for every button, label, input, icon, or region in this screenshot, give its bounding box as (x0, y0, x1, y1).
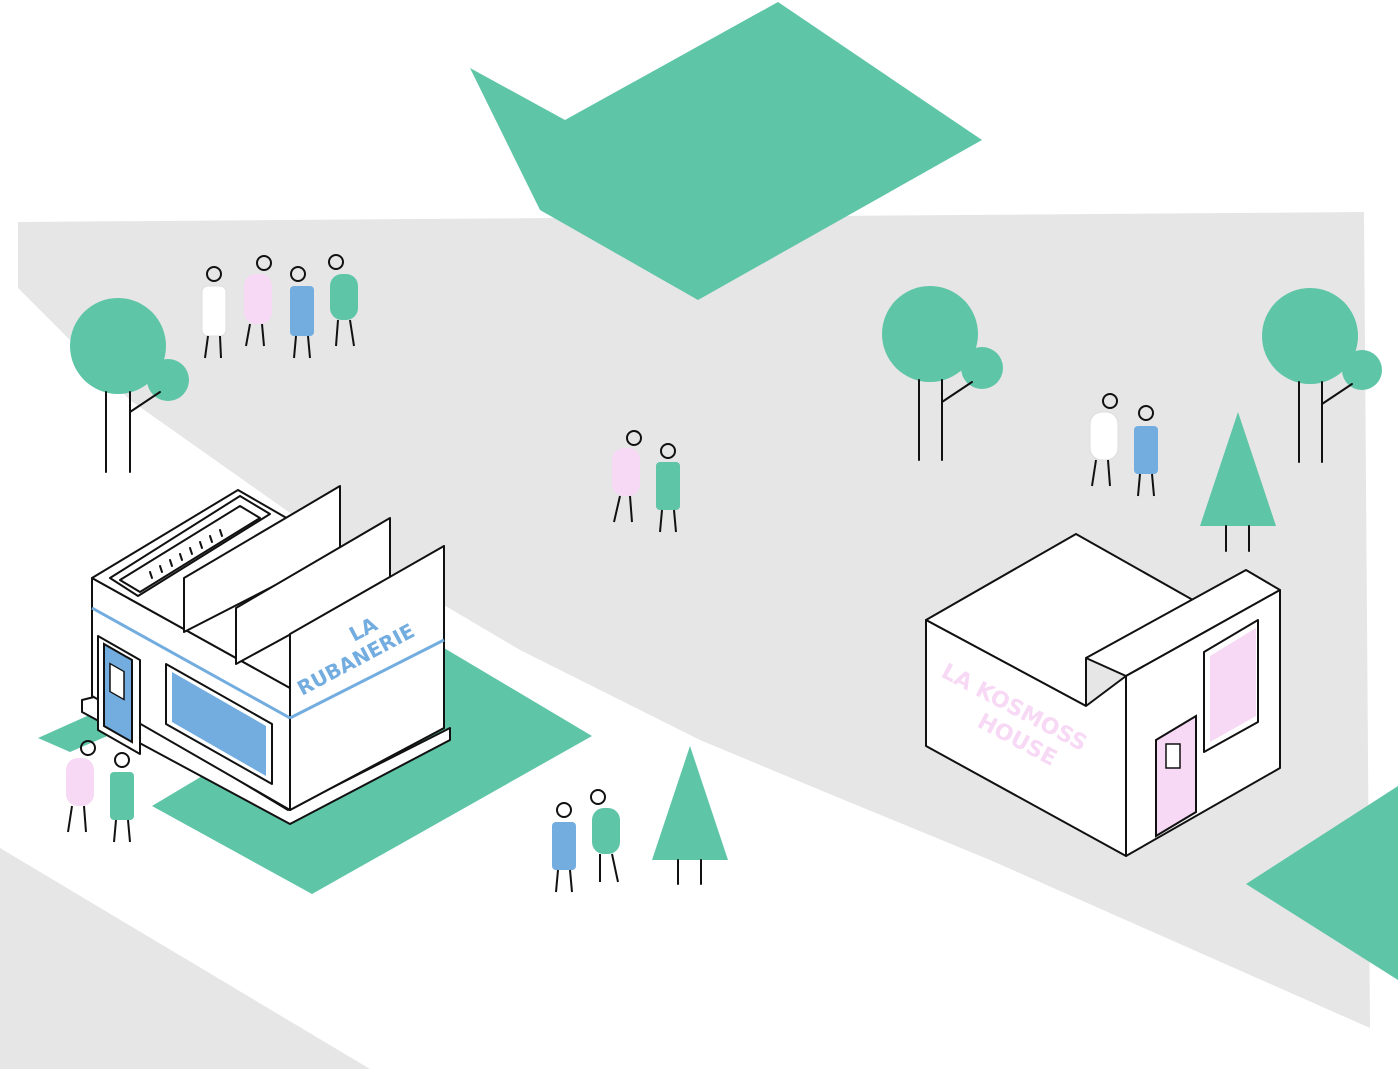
person (66, 740, 96, 833)
person (656, 443, 680, 533)
tree-crown (1262, 288, 1358, 384)
tree-crown-small (961, 347, 1003, 389)
building-la-kosmoss-house: LA KOSMOSS HOUSE (925, 533, 1281, 857)
tree-far-right (1262, 288, 1382, 463)
people-group-top-left (201, 254, 358, 359)
person (1089, 393, 1119, 487)
tree-crown (70, 298, 166, 394)
person (290, 266, 314, 359)
person (590, 789, 620, 883)
person (328, 254, 358, 347)
people-group-center (612, 430, 680, 533)
building-la-rubanerie: LA RUBANERIE (81, 485, 451, 825)
green-lawn-right-corner (1246, 786, 1398, 980)
tree-crown-small (147, 359, 189, 401)
tree-crown (882, 286, 978, 382)
blue-band-right (289, 638, 445, 720)
kosmoss-window (1210, 628, 1256, 742)
person (110, 752, 134, 843)
people-group-bottom-center (552, 789, 620, 893)
person (612, 430, 642, 523)
person (201, 266, 227, 359)
rubanerie-window (172, 672, 266, 776)
blue-band-left (91, 606, 291, 720)
person (552, 802, 576, 893)
people-group-bottom-left (66, 740, 134, 843)
ground-areas (0, 212, 1370, 1069)
big-green-lawn-top (470, 2, 982, 300)
grey-plaza-top (18, 212, 1370, 1028)
person (244, 255, 272, 347)
pine-tree-right (1200, 412, 1276, 552)
people-group-right (1089, 393, 1158, 497)
person (1134, 405, 1158, 497)
grey-plaza-bottom-left (0, 848, 370, 1069)
tree-middle-right (882, 286, 1003, 461)
tree-left (70, 298, 189, 473)
pine-tree-bottom (652, 746, 728, 885)
tree-crown-small (1342, 350, 1382, 390)
